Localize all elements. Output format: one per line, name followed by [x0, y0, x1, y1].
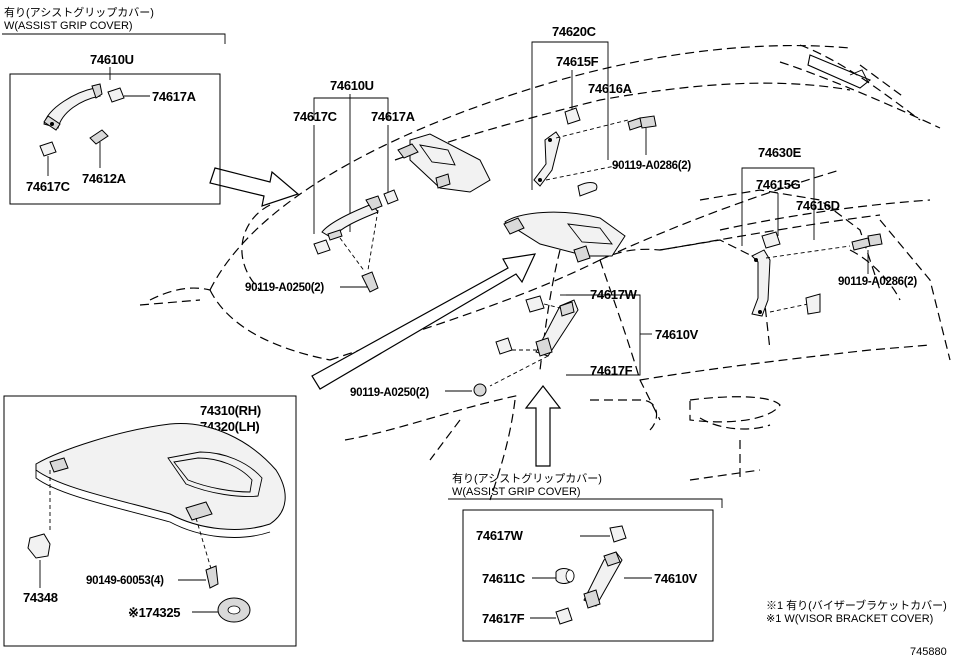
arrow-up-to-pillar	[524, 385, 562, 467]
grip-74610U-group: 74610U 74617C 74617A 90119-A0250(2)	[245, 78, 416, 294]
part-74348-label: 74348	[23, 590, 58, 605]
part-74610V-box-label: 74610V	[654, 571, 698, 586]
note-en-2: W(ASSIST GRIP COVER)	[452, 486, 581, 498]
footnote: ※1 有り(バイザーブラケットカバー) ※1 W(VISOR BRACKET C…	[766, 598, 947, 658]
part-74610U-box-label: 74610U	[90, 52, 134, 67]
part-90119-A0286-right-label: 90119-A0286(2)	[838, 276, 917, 288]
grip-74620C-group: 74620C 74615F 74616A 90119-A0286(2)	[531, 24, 692, 197]
top-left-note: 有り(アシストグリップカバー) W(ASSIST GRIP COVER)	[2, 5, 226, 44]
part-74615G-label: 74615G	[756, 177, 801, 192]
part-74617W-box-label: 74617W	[476, 528, 524, 543]
part-74630E-label: 74630E	[758, 145, 802, 160]
part-74616D-label: 74616D	[796, 198, 840, 213]
part-74310-label: 74310(RH)	[200, 403, 261, 418]
part-74617W-label: 74617W	[590, 287, 638, 302]
part-90149-label: 90149-60053(4)	[86, 575, 164, 587]
footnote-jp: ※1 有り(バイザーブラケットカバー)	[766, 598, 947, 612]
part-74617A-label: 74617A	[371, 109, 416, 124]
part-90119-A0250-mid-label: 90119-A0250(2)	[350, 387, 429, 399]
bottom-mid-note: 有り(アシストグリップカバー) W(ASSIST GRIP COVER)	[448, 471, 723, 508]
part-90119-A0286-top-label: 90119-A0286(2)	[612, 160, 691, 172]
part-74617F-box-label: 74617F	[482, 611, 525, 626]
note-jp-2: 有り(アシストグリップカバー)	[452, 471, 602, 485]
part-74616A-label: 74616A	[588, 81, 633, 96]
part-74617A-box-label: 74617A	[152, 89, 197, 104]
top-left-box: 74610U 74617A 74617C 74612A	[9, 52, 221, 205]
arrow-left-to-grip	[209, 167, 300, 207]
visor-upper	[397, 133, 491, 193]
part-74325-label: ※174325	[128, 605, 180, 620]
part-74620C-label: 74620C	[552, 24, 597, 39]
visor-middle	[503, 211, 626, 263]
part-90119-A0250-top-label: 90119-A0250(2)	[245, 282, 324, 294]
part-74610U-label: 74610U	[330, 78, 374, 93]
part-74617C-box-label: 74617C	[26, 179, 71, 194]
roof-rail	[807, 54, 872, 89]
part-74615F-label: 74615F	[556, 54, 599, 69]
part-74610V-label: 74610V	[655, 327, 699, 342]
grip-74630E-group: 74630E 74615G 74616D 90119-A0286(2)	[741, 145, 918, 317]
grip-74610V-group: 74617W 74610V 74617F 90119-A0250(2)	[350, 287, 699, 399]
arrow-to-visor	[311, 253, 537, 390]
part-74612A-box-label: 74612A	[82, 171, 127, 186]
diagram-id: 745880	[910, 646, 947, 658]
note-en: W(ASSIST GRIP COVER)	[4, 20, 133, 32]
part-74611C-box-label: 74611C	[482, 571, 526, 586]
visor-box: 74310(RH) 74320(LH) 74348 90149-60053(4)…	[3, 395, 297, 647]
footnote-en: ※1 W(VISOR BRACKET COVER)	[766, 613, 933, 625]
bottom-mid-box: 74617W 74611C 74610V 74617F	[462, 509, 714, 642]
part-74617C-label: 74617C	[293, 109, 338, 124]
vehicle-outline	[139, 44, 951, 501]
note-jp: 有り(アシストグリップカバー)	[4, 5, 154, 19]
part-74617F-label: 74617F	[590, 363, 633, 378]
